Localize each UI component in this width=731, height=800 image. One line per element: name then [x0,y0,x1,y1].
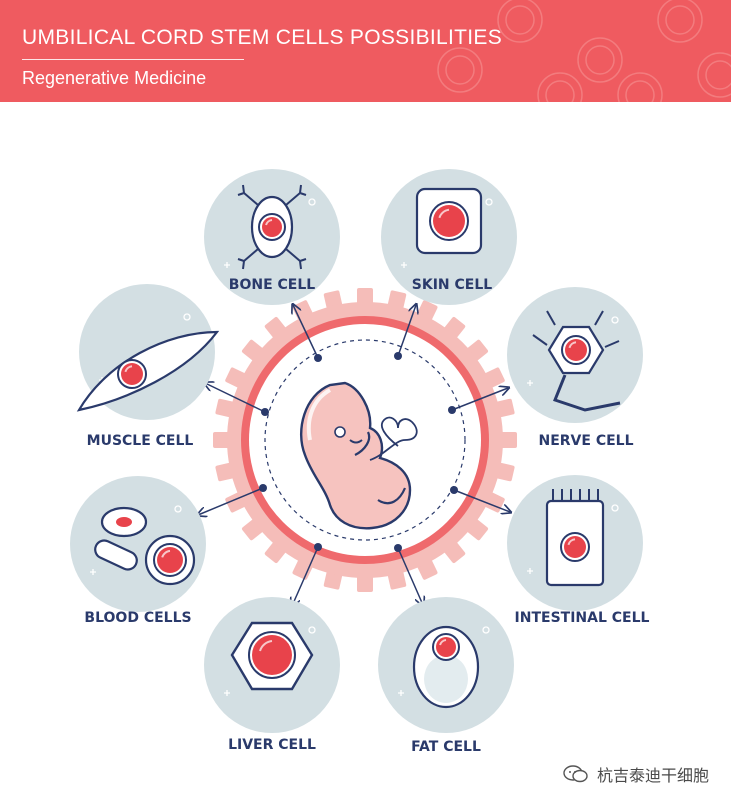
cell-intestinal [507,475,643,611]
muscle-cell-icon [76,330,220,412]
arrow-bone [293,305,319,359]
fat-cell-icon [412,625,480,709]
arrow-skin [397,305,416,357]
label-intestinal-cell: INTESTINAL CELL [515,610,650,626]
header-divider [22,59,244,60]
cell-skin [381,169,517,305]
cell-muscle [76,284,220,420]
arrow-fat [397,547,423,605]
header-pattern [437,0,731,102]
cell-blood [70,476,206,612]
arrow-liver [292,546,319,606]
label-nerve-cell: NERVE CELL [538,433,633,449]
watermark-text: 杭吉泰迪干细胞 [596,766,709,785]
embryo-illustration [300,381,418,530]
stem-cell-diagram: BONE CELL SKIN CELL MUSCLE CELL NERVE CE… [70,169,650,755]
wechat-icon [563,765,588,783]
label-fat-cell: FAT CELL [411,739,481,755]
cell-fat [378,597,514,733]
liver-cell-icon [230,621,314,691]
label-skin-cell: SKIN CELL [412,277,492,293]
label-muscle-cell: MUSCLE CELL [87,433,194,449]
page-title: UMBILICAL CORD STEM CELLS POSSIBILITIES [22,26,503,49]
arrow-blood [198,487,264,515]
arrow-muscle [205,383,266,413]
nerve-cell-icon [532,310,621,412]
label-blood-cells: BLOOD CELLS [84,610,191,626]
label-liver-cell: LIVER CELL [228,737,316,753]
page-subtitle: Regenerative Medicine [22,68,207,88]
header-banner: UMBILICAL CORD STEM CELLS POSSIBILITIES … [0,0,731,102]
intestinal-cell-icon [545,489,605,587]
cell-nerve [507,287,643,423]
skin-cell-icon [415,187,483,255]
label-bone-cell: BONE CELL [229,277,315,293]
arrow-nerve [451,388,508,411]
cell-liver [204,597,340,733]
blood-cell-icon [94,506,196,586]
cell-bone [204,169,340,305]
bone-cell-icon [237,184,307,270]
arrow-intestinal [453,489,510,512]
watermark: 杭吉泰迪干细胞 [563,762,709,786]
